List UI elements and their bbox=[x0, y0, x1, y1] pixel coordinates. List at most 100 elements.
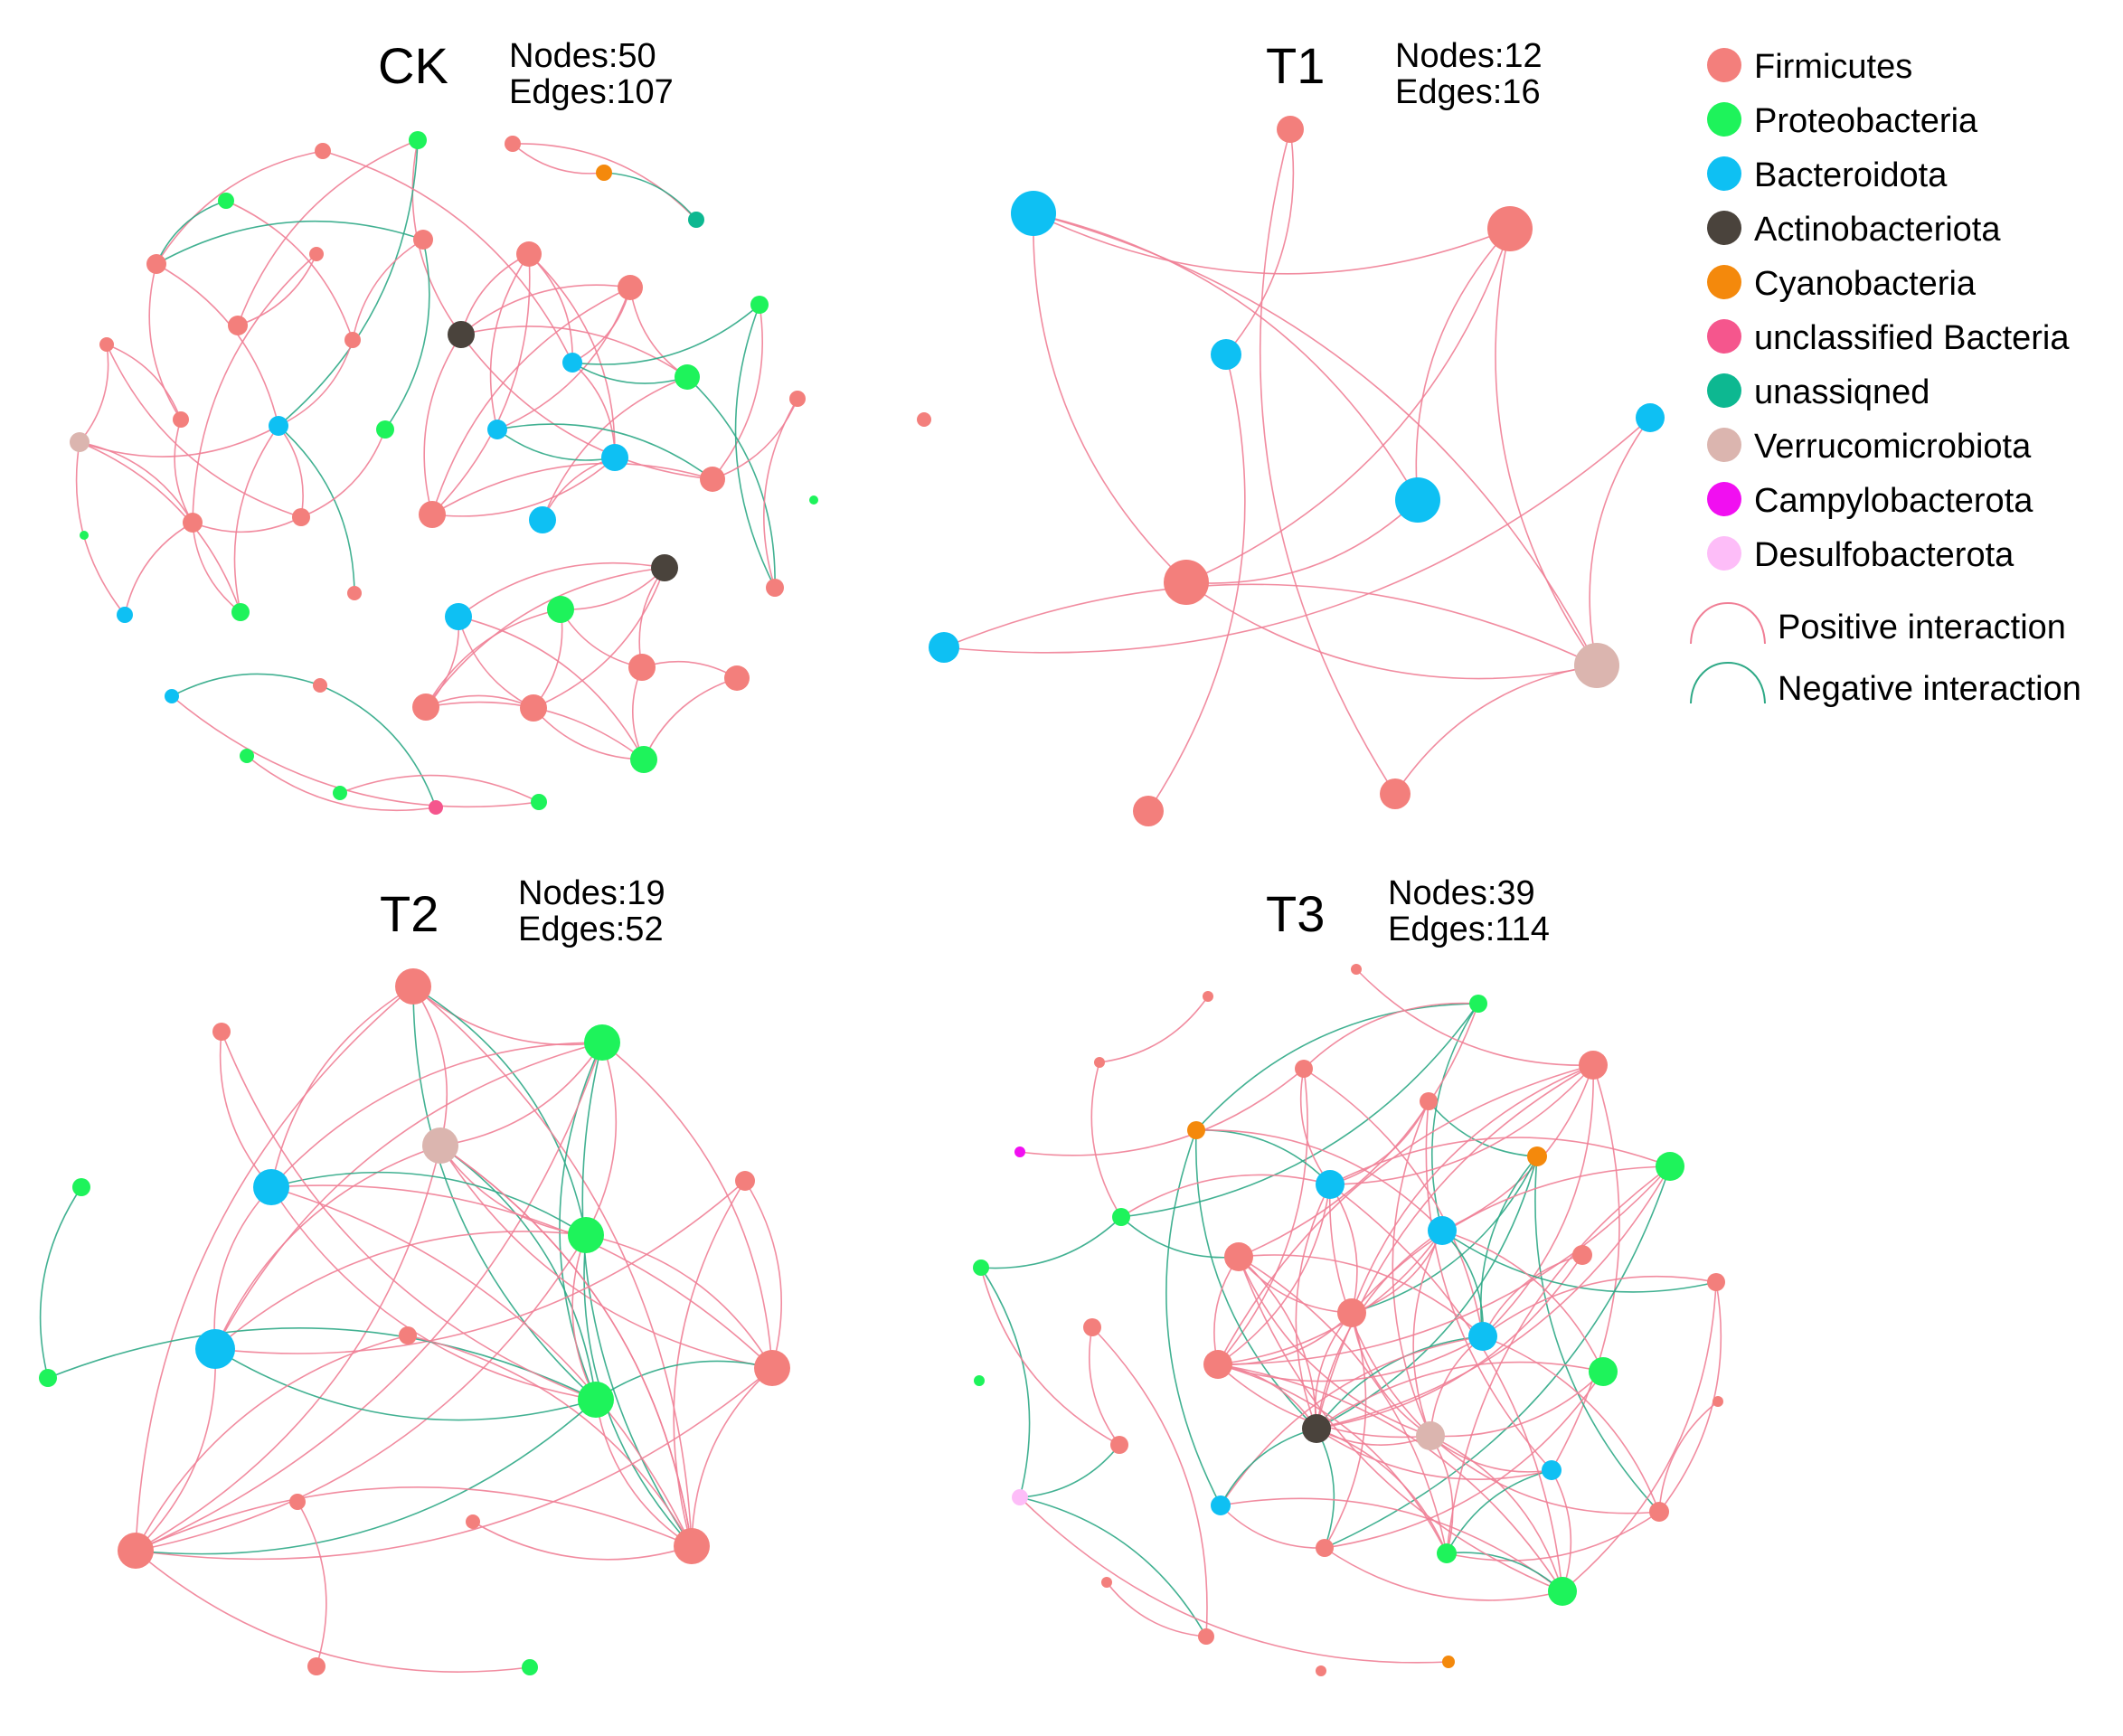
ck-title: CK bbox=[378, 37, 448, 94]
ck-edge-negative bbox=[278, 425, 355, 594]
t1-edge-positive bbox=[943, 417, 1651, 654]
t2-edge-negative bbox=[439, 1145, 597, 1401]
t3-edge-positive bbox=[1217, 1363, 1448, 1554]
ck-node-firmicutes bbox=[520, 694, 547, 722]
t3-edge-negative bbox=[1120, 1216, 1240, 1259]
ck-edge-positive bbox=[571, 362, 616, 458]
t2-edge-positive bbox=[214, 1042, 603, 1350]
ck-node-proteobacteria bbox=[240, 749, 254, 763]
ck-node-firmicutes bbox=[347, 586, 362, 600]
ck-edge-positive bbox=[533, 609, 563, 709]
t3-edge-positive bbox=[1351, 1312, 1431, 1437]
ck-node-unclassified-bacteria bbox=[429, 800, 443, 815]
legend-item-verrucomicrobiota: Verrucomicrobiota bbox=[1707, 428, 2032, 466]
t3-node-actinobacteriota bbox=[1302, 1414, 1331, 1443]
t1-node-firmicutes bbox=[1380, 778, 1411, 809]
legend-negative-label: Negative interaction bbox=[1778, 670, 2081, 708]
ck-node-firmicutes bbox=[789, 391, 806, 407]
t3-edge-positive bbox=[1355, 968, 1594, 1066]
t3-node-firmicutes bbox=[1713, 1396, 1723, 1407]
t3-edge-negative bbox=[1446, 1469, 1552, 1554]
legend-positive-label: Positive interaction bbox=[1778, 609, 2066, 646]
t2-edge-positive bbox=[219, 1031, 272, 1188]
t1-edge-positive bbox=[1185, 228, 1511, 583]
t1-edge-positive bbox=[1259, 128, 1396, 795]
t3-node-proteobacteria bbox=[1548, 1577, 1577, 1606]
t2-edge-positive bbox=[297, 1501, 327, 1667]
t1-edge-positive bbox=[1394, 665, 1598, 795]
ck-node-firmicutes bbox=[700, 467, 725, 492]
ck-edge-positive bbox=[233, 425, 279, 613]
t2-edge-negative bbox=[595, 1360, 773, 1401]
ck-edge-negative bbox=[156, 200, 227, 265]
legend-dot-actinobacteriota bbox=[1707, 211, 1741, 245]
t1-node-firmicutes bbox=[917, 412, 931, 427]
legend-item-unassiqned: unassiqned bbox=[1707, 373, 1930, 411]
t3-node-firmicutes bbox=[1198, 1628, 1214, 1645]
t2-node-bacteroidota bbox=[195, 1329, 235, 1369]
legend: Firmicutes Proteobacteria Bacteroidota A… bbox=[1690, 48, 2081, 708]
t3-edge-negative bbox=[1316, 1428, 1335, 1549]
t3-edge-negative bbox=[1441, 1230, 1484, 1337]
t3-edge-negative bbox=[1019, 1444, 1120, 1498]
t2-nodes-count: Nodes:19 bbox=[518, 874, 665, 912]
ck-edge-positive bbox=[124, 522, 193, 616]
t2-edge-positive bbox=[270, 986, 414, 1188]
ck-edge-positive bbox=[712, 304, 763, 480]
t1-edge-positive bbox=[1033, 212, 1511, 275]
t3-edge-positive bbox=[1088, 1326, 1120, 1446]
ck-node-firmicutes bbox=[292, 508, 310, 526]
t2-node-firmicutes bbox=[289, 1494, 306, 1510]
t3-edge-positive bbox=[1120, 1174, 1331, 1218]
t3-edge-positive bbox=[1551, 1064, 1620, 1471]
ck-edge-positive bbox=[489, 253, 530, 430]
t1-edge-positive bbox=[1185, 581, 1598, 680]
legend-label-cyanobacteria: Cyanobacteria bbox=[1754, 265, 1977, 303]
ck-edge-positive bbox=[542, 376, 688, 521]
t3-edge-negative bbox=[1120, 1003, 1479, 1218]
t1-edge-positive bbox=[1147, 354, 1246, 812]
t1-node-firmicutes bbox=[1277, 116, 1304, 143]
t3-edge-positive bbox=[1195, 1129, 1443, 1231]
t3-node-cyanobacteria bbox=[1187, 1121, 1205, 1139]
t3-node-proteobacteria bbox=[1656, 1152, 1684, 1181]
t1-node-bacteroidota bbox=[1636, 403, 1665, 432]
ck-edge-positive bbox=[171, 695, 540, 808]
ck-node-actinobacteriota bbox=[651, 554, 678, 581]
t2-edge-positive bbox=[585, 1042, 618, 1236]
ck-edge-positive bbox=[106, 344, 302, 518]
ck-edge-positive bbox=[431, 457, 616, 517]
t3-edge-positive bbox=[1238, 1256, 1353, 1314]
ck-edge-positive bbox=[79, 441, 193, 524]
t2-edge-positive bbox=[691, 1367, 773, 1547]
t2-edge-positive bbox=[673, 1180, 746, 1547]
ck-edge-positive bbox=[339, 774, 540, 803]
t2-edge-positive bbox=[135, 1042, 603, 1552]
t2-node-firmicutes bbox=[395, 968, 431, 1005]
ck-edge-positive bbox=[460, 253, 530, 335]
t2-edge-positive bbox=[214, 1231, 587, 1350]
t3-edge-negative bbox=[1441, 1230, 1717, 1293]
t2-edge-positive bbox=[270, 1186, 693, 1547]
ck-edge-positive bbox=[641, 660, 738, 679]
t1-nodes-count: Nodes:12 bbox=[1395, 37, 1543, 75]
ck-edge-positive bbox=[425, 616, 460, 708]
ck-edge-positive bbox=[458, 561, 665, 618]
ck-node-firmicutes bbox=[183, 513, 203, 533]
t1-edge-positive bbox=[1033, 212, 1598, 666]
t3-edge-negative bbox=[1480, 1156, 1538, 1337]
t3-edges-count: Edges:114 bbox=[1388, 910, 1550, 948]
legend-dot-proteobacteria bbox=[1707, 102, 1741, 137]
t2-edge-positive bbox=[135, 1335, 409, 1552]
ck-node-firmicutes bbox=[146, 254, 166, 274]
t3-edge-negative bbox=[1428, 1100, 1538, 1157]
ck-edge-positive bbox=[458, 616, 534, 709]
ck-edge-positive bbox=[352, 239, 424, 341]
legend-item-bacteroidota: Bacteroidota bbox=[1707, 156, 1948, 194]
t2-edge-positive bbox=[213, 1186, 272, 1350]
ck-edge-negative bbox=[319, 684, 437, 808]
t3-edge-negative bbox=[1316, 1335, 1484, 1429]
ck-edge-positive bbox=[192, 516, 302, 533]
ck-edge-positive bbox=[571, 287, 631, 363]
ck-edge-negative bbox=[171, 673, 321, 697]
